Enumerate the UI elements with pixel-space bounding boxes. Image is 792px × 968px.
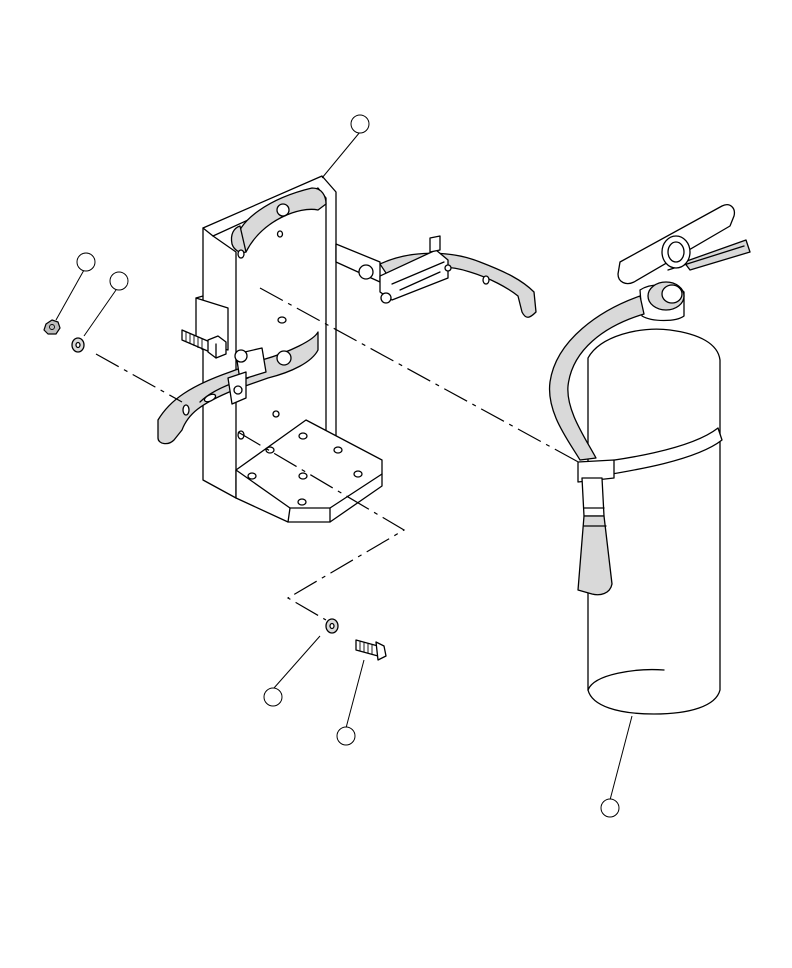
- callout-washer-bottom: [263, 687, 283, 707]
- callout-bracket: [350, 114, 370, 134]
- callout-nut: [76, 252, 96, 272]
- hex-nut: [43, 319, 61, 335]
- extinguisher-band: [583, 427, 723, 479]
- extinguisher-nozzle: [577, 515, 613, 596]
- mounting-bracket: [157, 175, 537, 523]
- lower-strap: [157, 331, 319, 445]
- upper-strap: [335, 235, 537, 318]
- callout-washer-left: [109, 271, 129, 291]
- fire-extinguisher: [548, 204, 751, 715]
- bracket-top-lip: [235, 187, 327, 253]
- bracket-hole: [277, 316, 287, 324]
- washer-left: [71, 337, 85, 353]
- extinguisher-cylinder: [587, 328, 721, 715]
- callout-extinguisher: [600, 798, 620, 818]
- bracket-hole: [276, 203, 290, 217]
- bracket-base-plate: [235, 419, 383, 523]
- callouts: [55, 114, 633, 818]
- callout-bolt: [336, 726, 356, 746]
- washer-bottom: [325, 618, 339, 634]
- hex-bolt: [355, 639, 387, 661]
- assembly-lines: [95, 287, 583, 621]
- side-bolt: [181, 329, 227, 359]
- extinguisher-hose: [548, 295, 645, 461]
